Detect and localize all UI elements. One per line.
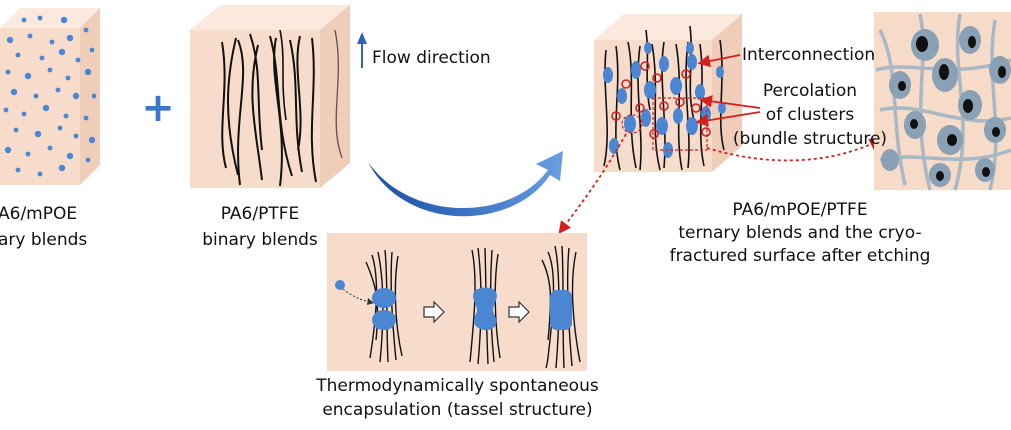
mpoe-droplet bbox=[4, 146, 12, 154]
mpoe-droplet bbox=[84, 68, 92, 76]
ternary-caption-line2: ternary blends and the cryo- bbox=[678, 223, 922, 243]
ptfe-blend-label-line1: PA6/PTFE bbox=[220, 204, 300, 224]
mpoe-droplet bbox=[72, 92, 80, 100]
mpoe-droplet bbox=[21, 111, 27, 117]
percolation-label-line1: Percolation bbox=[762, 81, 858, 101]
mpoe-droplet bbox=[63, 113, 69, 119]
mpoe-droplet bbox=[37, 171, 43, 177]
mpoe-droplet bbox=[66, 152, 74, 160]
mpoe-droplet bbox=[37, 15, 43, 21]
mpoe-droplet bbox=[65, 75, 71, 81]
mpoe-droplet bbox=[83, 115, 89, 121]
mpoe-droplet bbox=[57, 125, 63, 131]
ptfe-blend-cube bbox=[190, 5, 350, 188]
mpoe-droplet bbox=[27, 33, 33, 39]
mpoe-droplet bbox=[47, 145, 53, 151]
mpoe-droplet bbox=[60, 16, 68, 24]
mpoe-droplet bbox=[21, 17, 27, 23]
mpoe-droplet bbox=[39, 55, 45, 61]
mpoe-droplet bbox=[66, 34, 74, 42]
mpoe-droplet bbox=[6, 36, 14, 44]
mpoe-droplet bbox=[24, 72, 32, 80]
ternary-junction-markers bbox=[611, 61, 711, 139]
mpoe-droplet bbox=[15, 167, 21, 173]
tassel-region-marker bbox=[621, 114, 643, 134]
flow-direction-arrow bbox=[357, 32, 367, 68]
mpoe-droplet bbox=[3, 107, 9, 113]
ternary-caption-line3: fractured surface after etching bbox=[669, 246, 931, 266]
mpoe-droplet bbox=[49, 39, 55, 45]
mpoe-droplet bbox=[47, 67, 53, 73]
mpoe-droplet bbox=[10, 88, 18, 96]
mpoe-blend-label-line2: ary blends bbox=[0, 230, 88, 250]
sem-etched-surface-image bbox=[874, 12, 1011, 191]
ptfe-fibers bbox=[221, 29, 317, 187]
mpoe-droplet bbox=[15, 52, 21, 58]
mpoe-droplet bbox=[83, 27, 89, 33]
mpoe-droplet bbox=[75, 57, 81, 63]
encapsulation-caption-line2: encapsulation (tassel structure) bbox=[322, 400, 593, 420]
mpoe-droplet bbox=[25, 151, 31, 157]
mpoe-droplet bbox=[88, 136, 96, 144]
interconnection-label: Interconnection bbox=[742, 45, 876, 65]
ptfe-blend-label-line2: binary blends bbox=[202, 230, 318, 250]
mpoe-droplet bbox=[89, 47, 95, 53]
mpoe-droplet bbox=[42, 104, 50, 112]
mpoe-droplet bbox=[73, 133, 79, 139]
mpoe-droplet bbox=[34, 130, 42, 138]
encapsulation-panel bbox=[327, 233, 587, 371]
mpoe-droplet bbox=[58, 164, 66, 172]
mpoe-droplet bbox=[5, 69, 11, 75]
flow-direction-label: Flow direction bbox=[372, 48, 491, 68]
mpoe-blend-label-line1: A6/mPOE bbox=[0, 204, 78, 224]
plus-sign: + bbox=[141, 85, 175, 131]
ternary-fibers bbox=[603, 25, 725, 171]
ternary-caption-line1: PA6/mPOE/PTFE bbox=[732, 200, 868, 220]
mpoe-droplet bbox=[58, 48, 66, 56]
mpoe-droplet bbox=[91, 93, 97, 99]
encapsulation-caption-line1: Thermodynamically spontaneous bbox=[316, 376, 599, 396]
percolation-label-line2: of clusters bbox=[765, 105, 855, 125]
percolation-label-line3: (bundle structure) bbox=[732, 129, 888, 149]
mpoe-blend-cube bbox=[0, 8, 100, 185]
mpoe-droplets bbox=[3, 15, 97, 177]
mpoe-droplet bbox=[13, 127, 19, 133]
mpoe-droplet bbox=[55, 87, 61, 93]
mpoe-droplet bbox=[85, 157, 91, 163]
mpoe-droplet bbox=[33, 93, 39, 99]
blend-process-arrow bbox=[368, 151, 563, 217]
